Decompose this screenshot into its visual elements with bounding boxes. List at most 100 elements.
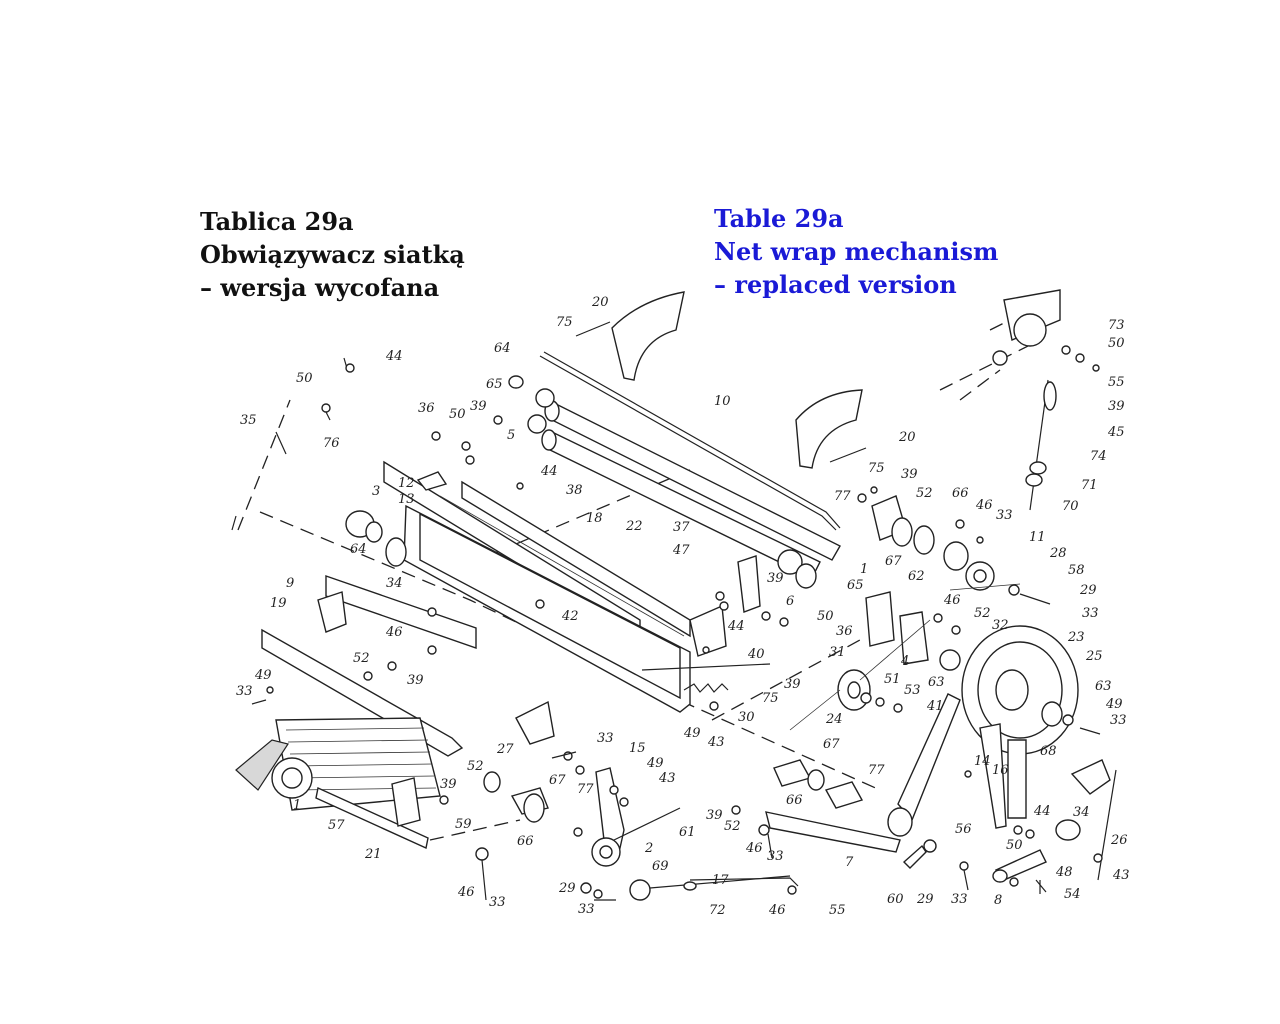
part-label-59: 59: [455, 817, 472, 832]
fasteners: [231, 345, 1103, 901]
part-label-45: 45: [1107, 425, 1125, 440]
title-pl-line3: – wersja wycofana: [200, 273, 440, 302]
part-label-77: 77: [834, 489, 851, 504]
part-label-67: 67: [823, 737, 840, 752]
part-label-46: 46: [768, 903, 786, 918]
part-label-39: 39: [407, 673, 424, 688]
part-label-31: 31: [829, 645, 846, 660]
part-label-34: 34: [386, 576, 403, 591]
part-label-67: 67: [885, 554, 902, 569]
part-label-50: 50: [817, 609, 834, 624]
part-label-11: 11: [1029, 530, 1046, 545]
part-label-49: 49: [683, 726, 701, 741]
roller-upper: [508, 375, 841, 579]
part-label-39: 39: [706, 808, 723, 823]
part-label-77: 77: [868, 763, 885, 778]
part-label-33: 33: [767, 849, 784, 864]
link-8: [992, 849, 1047, 893]
part-label-1: 1: [860, 562, 868, 577]
part-label-69: 69: [652, 859, 669, 874]
part-label-37: 37: [673, 520, 690, 535]
part-label-76: 76: [323, 436, 340, 451]
part-label-39: 39: [440, 777, 457, 792]
part-label-49: 49: [1105, 697, 1123, 712]
part-label-52: 52: [974, 606, 991, 621]
part-label-64: 64: [350, 542, 367, 557]
part-label-19: 19: [270, 596, 287, 611]
part-label-70: 70: [1062, 499, 1079, 514]
part-label-52: 52: [353, 651, 370, 666]
part-label-72: 72: [709, 903, 726, 918]
net-tray: [235, 717, 441, 850]
part-label-48: 48: [1055, 865, 1073, 880]
part-label-39: 39: [767, 571, 784, 586]
part-label-54: 54: [1064, 887, 1081, 902]
part-label-51: 51: [884, 672, 901, 687]
part-label-43: 43: [1112, 868, 1130, 883]
part-label-61: 61: [679, 825, 696, 840]
bearing-assembly: [871, 495, 1021, 591]
part-label-57: 57: [328, 818, 345, 833]
part-label-9: 9: [286, 576, 294, 591]
part-label-46: 46: [975, 498, 993, 513]
part-label-33: 33: [236, 684, 253, 699]
part-label-23: 23: [1067, 630, 1085, 645]
title-en-line3: – replaced version: [714, 270, 957, 299]
part-label-39: 39: [470, 399, 487, 414]
part-label-52: 52: [916, 486, 933, 501]
pulley-assembly: [865, 591, 1117, 881]
part-label-63: 63: [928, 675, 945, 690]
part-label-21: 21: [364, 847, 382, 862]
part-label-66: 66: [786, 793, 803, 808]
part-label-77: 77: [577, 782, 594, 797]
part-label-33: 33: [489, 895, 506, 910]
cable-17: [629, 875, 799, 901]
part-label-47: 47: [672, 543, 690, 558]
part-label-63: 63: [1095, 679, 1112, 694]
part-label-40: 40: [747, 647, 765, 662]
part-label-33: 33: [996, 508, 1013, 523]
part-label-39: 39: [901, 467, 918, 482]
title-pl-line1: Tablica 29a: [200, 207, 354, 236]
part-label-52: 52: [467, 759, 484, 774]
part-label-2: 2: [644, 841, 653, 856]
assembly-guide-lines: [237, 299, 1051, 841]
part-label-38: 38: [566, 483, 583, 498]
part-label-39: 39: [1108, 399, 1125, 414]
part-label-36: 36: [418, 401, 435, 416]
part-label-46: 46: [745, 841, 763, 856]
lever-7: [765, 693, 961, 869]
part-label-29: 29: [1079, 583, 1097, 598]
part-label-24: 24: [825, 712, 843, 727]
part-label-65: 65: [847, 578, 864, 593]
part-label-44: 44: [385, 349, 403, 364]
part-label-46: 46: [385, 625, 403, 640]
part-label-41: 41: [926, 699, 944, 714]
part-label-46: 46: [943, 593, 961, 608]
part-label-5: 5: [507, 428, 515, 443]
part-label-75: 75: [556, 315, 573, 330]
part-label-22: 22: [625, 519, 643, 534]
part-label-26: 26: [1110, 833, 1128, 848]
title-polish: Tablica 29a Obwiązywacz siatką – wersja …: [200, 205, 465, 304]
part-label-68: 68: [1040, 744, 1057, 759]
lever-15: [483, 767, 681, 867]
rod-10: [539, 351, 841, 531]
part-label-66: 66: [952, 486, 969, 501]
part-label-53: 53: [904, 683, 921, 698]
part-label-49: 49: [646, 756, 664, 771]
part-label-44: 44: [1033, 804, 1051, 819]
part-label-74: 74: [1090, 449, 1107, 464]
net-guide-plate: [575, 291, 867, 469]
part-label-6: 6: [786, 594, 794, 609]
part-label-50: 50: [449, 407, 466, 422]
part-label-50: 50: [1108, 336, 1125, 351]
part-label-55: 55: [1108, 375, 1125, 390]
bracket-6: [689, 549, 817, 657]
part-label-18: 18: [586, 511, 603, 526]
part-label-14: 14: [974, 754, 991, 769]
part-label-7: 7: [845, 855, 854, 870]
part-label-12: 12: [398, 476, 415, 491]
part-label-20: 20: [898, 430, 916, 445]
part-label-17: 17: [712, 873, 729, 888]
